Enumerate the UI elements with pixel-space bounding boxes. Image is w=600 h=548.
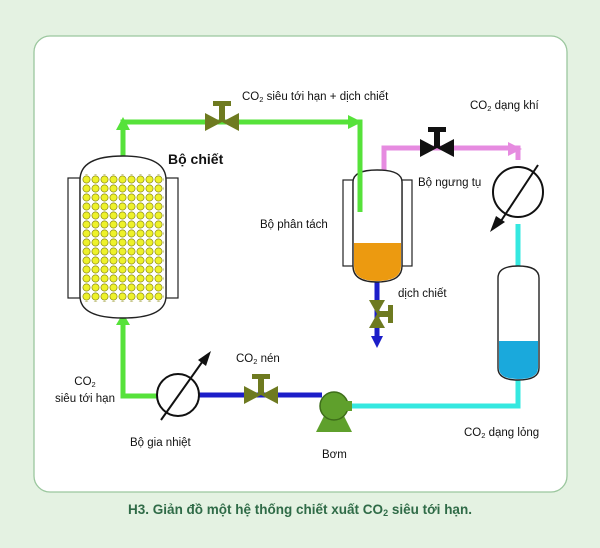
co2-liquid-tank — [497, 265, 540, 381]
label-co2-super-plus-extract: CO2 siêu tới hạn + dịch chiết — [242, 91, 389, 104]
label-extractor: Bộ chiết — [168, 151, 224, 167]
arrow-right-top-pipe — [348, 115, 362, 129]
pump-symbol — [316, 391, 352, 432]
condenser-symbol — [490, 164, 544, 232]
figure-caption: H3. Giản đồ một hệ thống chiết xuất CO2 … — [128, 502, 472, 518]
valve-top — [205, 101, 239, 131]
heater-symbol — [156, 351, 211, 421]
label-co2-super: CO2 siêu tới hạn — [55, 376, 115, 405]
valve-drain — [369, 300, 393, 328]
arrow-down-drain — [371, 336, 383, 348]
label-heater: Bộ gia nhiệt — [130, 437, 191, 449]
valve-compressed — [244, 374, 278, 404]
extractor-vessel — [67, 155, 179, 319]
separator-vessel — [342, 169, 413, 283]
label-co2-gas: CO2 dạng khí — [470, 100, 539, 113]
label-co2-compressed: CO2 nén — [236, 353, 280, 366]
arrow-right-pink-pipe — [508, 142, 522, 156]
label-condenser: Bộ ngưng tụ — [418, 177, 482, 189]
valve-gas-line — [420, 127, 454, 157]
label-pump: Bơm — [322, 449, 347, 461]
arrow-up-extractor-outlet — [116, 117, 130, 130]
pipe-heater-left-stub — [120, 376, 160, 399]
label-co2-liquid: CO2 dạng lỏng — [464, 427, 540, 440]
label-extract: dịch chiết — [398, 288, 447, 300]
arrow-up-extractor-inlet — [116, 313, 130, 325]
label-separator: Bộ phân tách — [260, 219, 328, 231]
pipe-tank-to-pump — [350, 378, 521, 409]
